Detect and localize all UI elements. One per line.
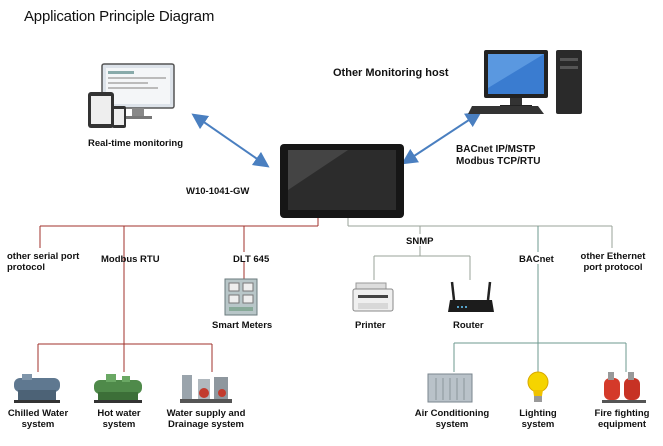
gateway-label: W10-1041-GW (186, 186, 250, 197)
arrow-realtime (191, 113, 270, 168)
router-icon (448, 281, 494, 312)
chilled-water-label-1: Chilled Water (7, 408, 69, 419)
air-conditioning-unit-icon (427, 373, 473, 403)
protocol-label-2: Modbus TCP/RTU (456, 156, 541, 167)
red-bus (37, 218, 319, 372)
gray-bus (347, 218, 613, 280)
realtime-monitoring-label: Real-time monitoring (88, 138, 184, 149)
ethernet-protocol-label-2: port protocol (583, 262, 643, 273)
lighting-label-1: Lighting (519, 408, 557, 419)
dlt645-label: DLT 645 (233, 254, 270, 265)
air-conditioning-label-2: system (435, 419, 469, 430)
protocol-label-1: BACnet IP/MSTP (456, 144, 536, 155)
light-bulb-icon (527, 371, 549, 402)
teal-bus (453, 226, 627, 372)
fire-fighting-tank-icon (602, 372, 646, 403)
arrow-host (401, 111, 482, 165)
hot-water-label-1: Hot water (97, 408, 141, 419)
water-supply-pump-icon (180, 375, 232, 403)
desktop-computer-icon (468, 50, 582, 114)
fire-fighting-label-1: Fire fighting (594, 408, 650, 419)
chiller-icon (14, 374, 60, 403)
chilled-water-label-2: system (21, 419, 55, 430)
lighting-label-2: system (521, 419, 555, 430)
fire-fighting-label-2: equipment (597, 419, 647, 430)
serial-protocol-label-2: protocol (7, 262, 45, 273)
gateway-panel-icon (280, 144, 404, 218)
router-label: Router (453, 320, 484, 331)
printer-label: Printer (355, 320, 386, 331)
snmp-label: SNMP (406, 236, 434, 247)
monitoring-devices-icon (88, 63, 175, 128)
host-label: Other Monitoring host (333, 67, 449, 79)
bacnet-label: BACnet (519, 254, 554, 265)
hot-water-label-2: system (102, 419, 136, 430)
water-supply-label-2: Drainage system (167, 419, 245, 430)
page-title: Application Principle Diagram (24, 8, 215, 25)
air-conditioning-label-1: Air Conditioning (414, 408, 490, 419)
smart-meter-cabinet-icon (224, 278, 258, 316)
serial-protocol-label-1: other serial port (7, 251, 80, 262)
water-supply-label-1: Water supply and (166, 408, 246, 419)
modbus-rtu-label: Modbus RTU (101, 254, 160, 265)
ethernet-protocol-label-1: other Ethernet (580, 251, 646, 262)
hot-water-unit-icon (94, 374, 142, 403)
smart-meters-label: Smart Meters (212, 320, 273, 331)
printer-icon (352, 282, 394, 312)
